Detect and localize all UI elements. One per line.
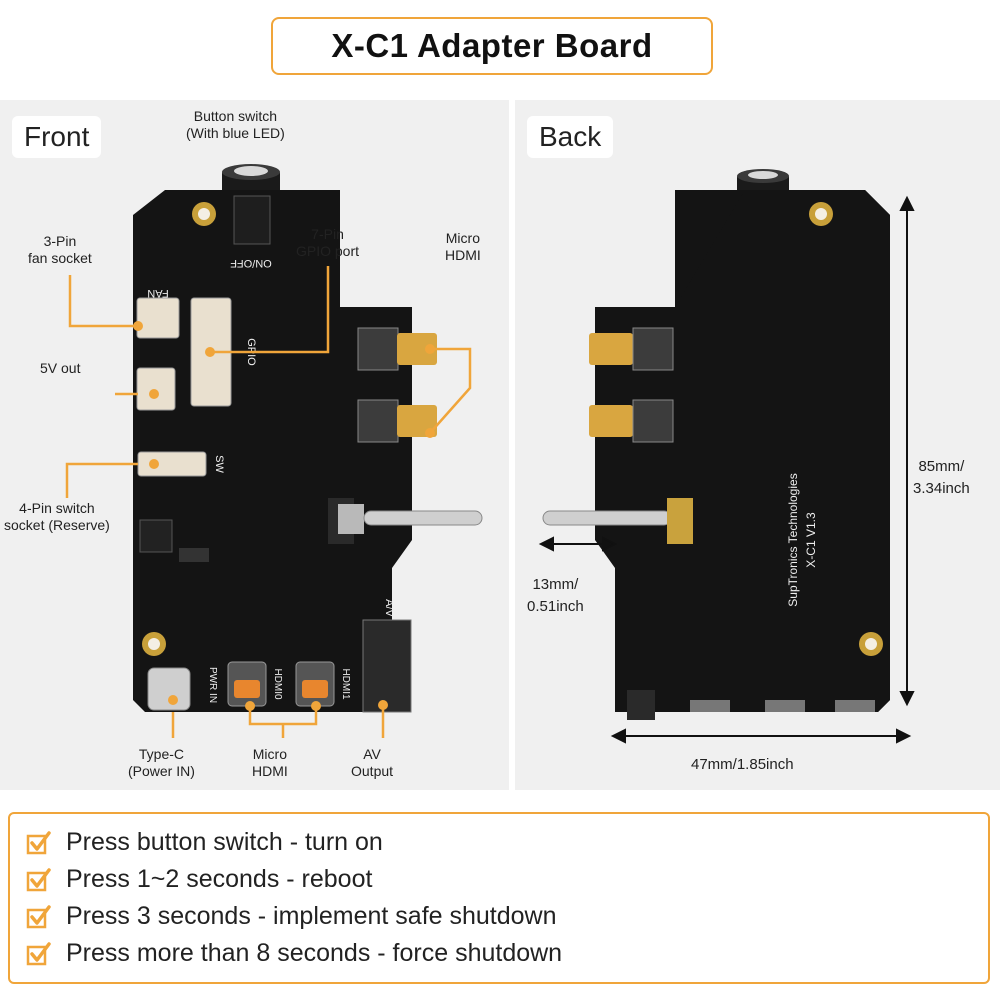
checkbox-icon bbox=[26, 867, 51, 891]
instruction-item: Press more than 8 seconds - force shutdo… bbox=[26, 939, 562, 968]
label-power-in: (Power IN) bbox=[128, 763, 195, 779]
back-board-diagram: SupTronics Technologies X-C1 V1.3 bbox=[538, 169, 915, 744]
label-micro-hdmi-bottom-line2: HDMI bbox=[252, 763, 288, 779]
silk-av: A/V bbox=[383, 599, 395, 617]
checkbox-icon bbox=[26, 904, 51, 928]
label-depth-line1: 13mm/ bbox=[532, 576, 579, 593]
callout-lines bbox=[65, 266, 472, 738]
front-panel: ON/OFF FAN GPIO SW A/V PWR IN HDMI0 HDMI… bbox=[0, 100, 509, 790]
instructions-box: Press button switch - turn on Press 1~2 … bbox=[8, 812, 990, 984]
silk-hdmi0: HDMI0 bbox=[272, 668, 283, 700]
label-depth-line2: 0.51inch bbox=[527, 598, 584, 615]
silk-sw: SW bbox=[213, 455, 225, 473]
label-switch-line1: 4-Pin switch bbox=[19, 500, 95, 516]
label-switch-line2: socket (Reserve) bbox=[4, 517, 110, 533]
silk-x-c1: X-C1 V1.3 bbox=[804, 512, 818, 568]
label-av-line1: AV bbox=[363, 746, 381, 762]
instruction-text: Press 1~2 seconds - reboot bbox=[66, 865, 373, 893]
label-width: 47mm/1.85inch bbox=[691, 756, 794, 773]
label-gpio-line1: 7-Pin bbox=[311, 226, 344, 242]
checkbox-icon bbox=[26, 941, 51, 965]
page-title: X-C1 Adapter Board bbox=[331, 27, 653, 64]
instruction-item: Press 3 seconds - implement safe shutdow… bbox=[26, 902, 557, 931]
label-switch-socket: 4-Pin switch socket (Reserve) bbox=[4, 500, 110, 534]
label-fan-socket: 3-Pin fan socket bbox=[28, 233, 92, 267]
dimension-arrows bbox=[538, 195, 915, 744]
checkbox-icon bbox=[26, 830, 51, 854]
label-micro-hdmi-top-line1: Micro bbox=[445, 230, 480, 246]
label-button-switch-line2: (With blue LED) bbox=[186, 125, 285, 141]
label-button-switch: Button switch (With blue LED) bbox=[186, 108, 285, 142]
back-panel: SupTronics Technologies X-C1 V1.3 Back 8… bbox=[515, 100, 1000, 790]
silk-hdmi1: HDMI1 bbox=[340, 668, 351, 700]
title-box: X-C1 Adapter Board bbox=[271, 17, 713, 75]
label-5v-out: 5V out bbox=[40, 360, 81, 376]
label-type-c-line1: Type-C bbox=[138, 746, 185, 762]
label-av-output: AV Output bbox=[351, 746, 393, 780]
instruction-text: Press 3 seconds - implement safe shutdow… bbox=[66, 902, 557, 930]
label-av-line2: Output bbox=[351, 763, 394, 779]
label-height-line1: 85mm/ bbox=[918, 458, 965, 475]
label-micro-hdmi-bottom: Micro HDMI bbox=[252, 746, 288, 780]
front-board-diagram: ON/OFF FAN GPIO SW A/V PWR IN HDMI0 HDMI… bbox=[65, 164, 483, 738]
label-button-switch-line1: Button switch bbox=[193, 108, 278, 124]
label-height: 85mm/ 3.34inch bbox=[913, 456, 970, 500]
instruction-text: Press more than 8 seconds - force shutdo… bbox=[66, 939, 563, 967]
instruction-text: Press button switch - turn on bbox=[66, 828, 383, 856]
label-micro-hdmi-top: Micro HDMI bbox=[445, 230, 481, 264]
label-height-line2: 3.34inch bbox=[913, 480, 970, 497]
label-fan-line1: 3-Pin bbox=[43, 233, 77, 249]
instruction-item: Press 1~2 seconds - reboot bbox=[26, 865, 372, 894]
label-depth: 13mm/ 0.51inch bbox=[527, 574, 584, 618]
instruction-item: Press button switch - turn on bbox=[26, 828, 383, 857]
front-tag: Front bbox=[12, 116, 102, 158]
label-gpio-port: 7-Pin GPIO port bbox=[296, 226, 359, 260]
silk-on-off: ON/OFF bbox=[230, 257, 272, 269]
label-fan-line2: fan socket bbox=[28, 250, 92, 266]
label-type-c: Type-C (Power IN) bbox=[128, 746, 195, 780]
label-micro-hdmi-top-line2: HDMI bbox=[445, 247, 481, 263]
silk-pwr-in: PWR IN bbox=[207, 667, 218, 703]
back-tag: Back bbox=[527, 116, 614, 158]
label-gpio-line2: GPIO port bbox=[296, 243, 360, 259]
silk-fan: FAN bbox=[147, 287, 168, 299]
silk-suptronics: SupTronics Technologies bbox=[786, 473, 800, 606]
label-micro-hdmi-bottom-line1: Micro bbox=[252, 746, 287, 762]
